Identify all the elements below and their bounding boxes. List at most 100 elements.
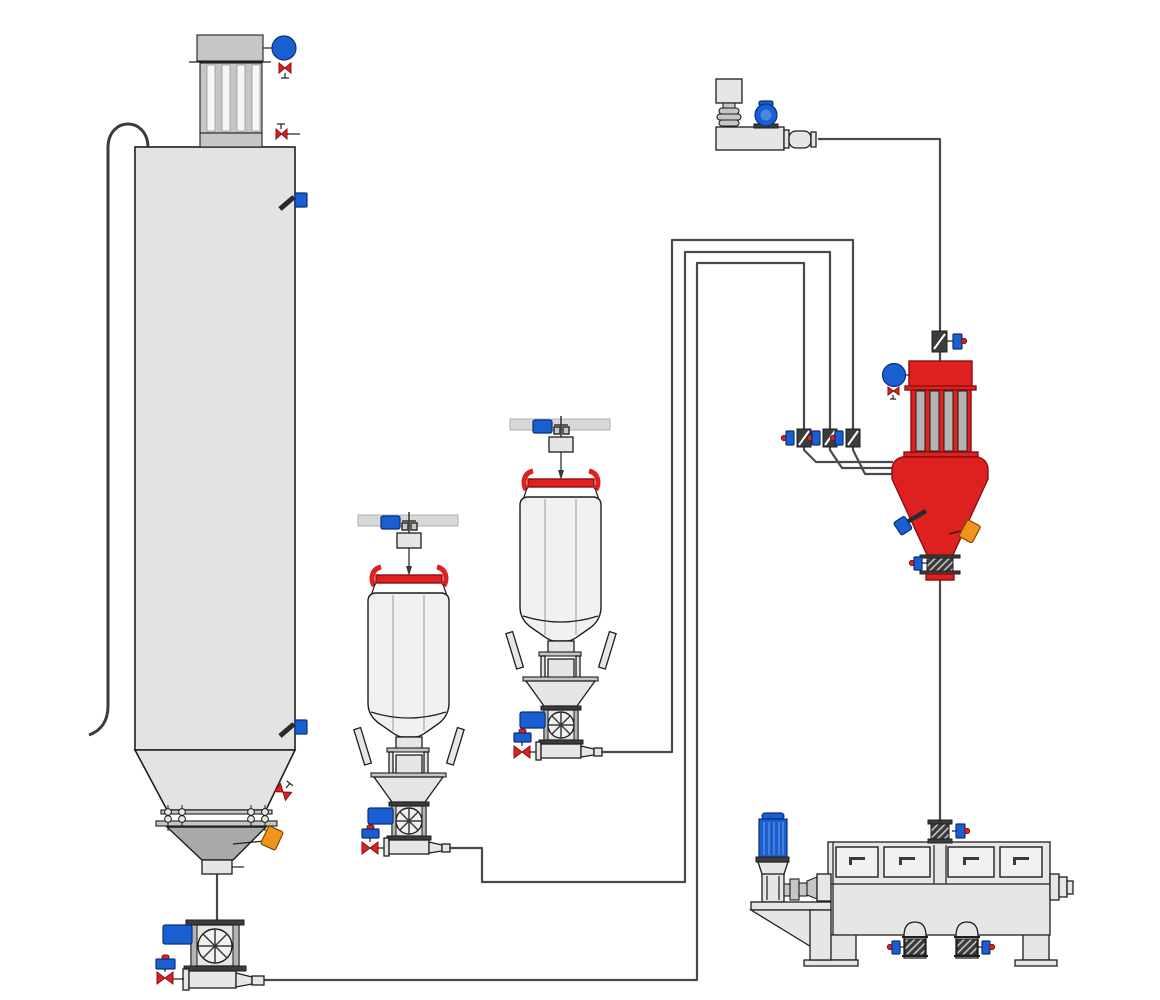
diverter-valves xyxy=(780,428,861,448)
inlet-bellows xyxy=(716,107,742,127)
motor-ribs xyxy=(763,822,784,855)
motor-cap xyxy=(761,812,785,820)
bigbag-station-2 xyxy=(506,416,616,760)
cone-pressure-valve-icon xyxy=(273,780,294,802)
spreader-hook xyxy=(369,564,382,588)
filter-neck xyxy=(722,102,736,109)
blow-through-adapter xyxy=(188,970,237,989)
silo-cone xyxy=(133,749,297,811)
mixer-discharge-2 xyxy=(954,921,996,959)
pinch-valve-1 xyxy=(780,428,812,448)
rotary-valve-motor-icon xyxy=(367,807,394,825)
spreader-hook xyxy=(436,564,449,588)
silo-vibrated-cone xyxy=(165,825,284,875)
filter-cartridge xyxy=(221,64,231,132)
valve-actuator xyxy=(811,430,821,446)
receiver-cone xyxy=(891,456,989,558)
vacuum-pump xyxy=(715,78,817,151)
receiver-flange xyxy=(903,451,979,458)
pump-base xyxy=(715,126,785,151)
mixer-foot xyxy=(1014,959,1058,967)
conveying-line-bigbag2 xyxy=(602,238,893,754)
receiver-cartridges xyxy=(915,390,968,452)
fan-valve-icon xyxy=(887,386,900,400)
receiver-header xyxy=(908,360,973,388)
air-valve-icon xyxy=(361,841,379,855)
valve-bottom-flange xyxy=(183,965,247,972)
valve-actuator xyxy=(981,940,991,955)
mixer-discharge-1 xyxy=(886,921,928,959)
filter-base xyxy=(199,132,263,148)
bigbag-station-1 xyxy=(353,512,465,857)
filter-cartridge xyxy=(206,64,216,132)
motor-hub xyxy=(760,109,772,121)
paddle-icon xyxy=(278,195,296,211)
bag-fold xyxy=(370,711,447,719)
spreader-beam xyxy=(375,574,443,584)
bigbag-rotary-valve xyxy=(367,801,451,857)
mixer-end-bearing xyxy=(1049,873,1074,901)
filter-cartridge xyxy=(251,64,261,132)
cover-panel xyxy=(999,846,1043,878)
hoist-tip xyxy=(406,566,412,576)
storage-silo xyxy=(88,34,308,875)
flange-bolts xyxy=(164,805,269,831)
spreader-bar xyxy=(369,564,449,588)
silo-rotary-valve xyxy=(155,919,265,991)
receiver-level-sensor xyxy=(893,509,928,536)
outlet-stub xyxy=(925,573,955,581)
pinch-sleeve xyxy=(926,557,954,572)
filter-cap xyxy=(196,34,264,62)
mixer-inlet-valve xyxy=(927,819,971,844)
pedestal-gusset xyxy=(748,909,814,950)
pinch-sleeve xyxy=(930,823,950,840)
receiver-vibrator-icon xyxy=(958,519,981,544)
hoist-motor-icon xyxy=(380,515,401,530)
rotary-valve-motor-icon xyxy=(162,924,193,945)
pump-head xyxy=(788,130,812,149)
conveying-line-bigbag1 xyxy=(450,250,893,884)
receiver-fan-icon xyxy=(881,362,907,388)
valve-actuator xyxy=(955,823,966,839)
cover-handles xyxy=(849,857,1029,865)
motor-base xyxy=(755,856,790,863)
vacuum-line xyxy=(818,137,942,361)
mixer-covers xyxy=(835,845,1043,884)
adapter-outlet xyxy=(251,975,265,986)
inlet-filter xyxy=(715,78,743,104)
pinch-sleeve xyxy=(904,938,926,956)
receiver-inlet-valve xyxy=(931,330,968,353)
pinch-valve-3 xyxy=(829,428,861,448)
massage-arm xyxy=(353,726,373,766)
mixer xyxy=(748,812,1074,967)
cover-panel xyxy=(947,846,995,878)
valve-actuator xyxy=(913,556,923,571)
bag-spout xyxy=(395,736,423,750)
adapter-outlet xyxy=(441,843,451,853)
paddle-icon xyxy=(278,722,296,738)
big-bag xyxy=(367,592,450,738)
sensor-head xyxy=(893,516,913,536)
cover-panel xyxy=(835,846,879,878)
valve-top-flange xyxy=(185,919,245,926)
coupling xyxy=(783,873,832,902)
valve-rail xyxy=(232,924,240,967)
conveying-line-silo xyxy=(264,261,893,982)
air-supply xyxy=(155,954,184,985)
massage-arm xyxy=(445,726,465,766)
fan-outlet-valve-icon xyxy=(278,61,292,79)
gearbox xyxy=(761,873,785,903)
silo-level-sensor-low xyxy=(278,719,308,738)
adapter-cone xyxy=(235,972,253,988)
filter-receiver xyxy=(881,360,989,581)
pedestal-column xyxy=(809,909,832,961)
mixer-foot xyxy=(803,959,859,967)
sensor-head xyxy=(294,192,308,208)
filter-fan-icon xyxy=(271,35,297,61)
pump-flange xyxy=(783,129,790,149)
filter-cartridge xyxy=(236,64,246,132)
paddle-icon xyxy=(905,509,928,524)
air-regulator-icon xyxy=(361,828,380,839)
